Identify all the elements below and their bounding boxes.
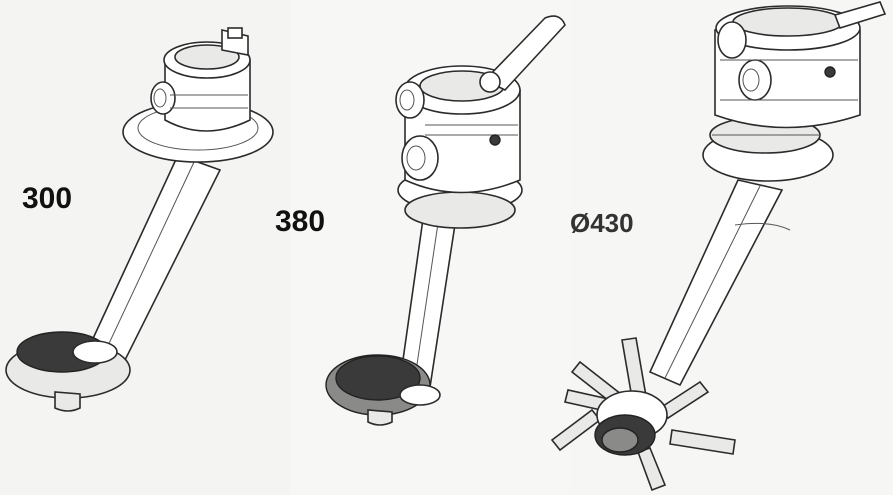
valve-300-illustration <box>5 27 274 412</box>
size-label-300: 300 <box>22 182 73 215</box>
size-label-430: Ø430 <box>570 208 634 238</box>
size-label-380: 380 <box>275 205 326 238</box>
valve-380-illustration <box>325 15 566 426</box>
valve-430-illustration <box>550 1 887 492</box>
